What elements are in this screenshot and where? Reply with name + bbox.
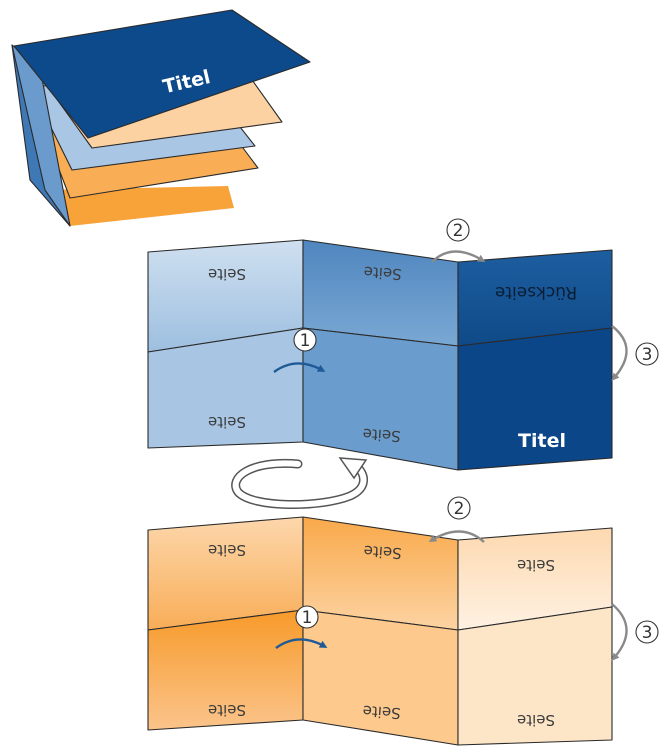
step-marker-1-blue xyxy=(293,328,317,352)
flip-arrow-loop-inner xyxy=(232,460,367,508)
blue-panel-title xyxy=(457,327,613,471)
step-number-3-orange: 3 xyxy=(642,623,653,643)
step-marker-3-blue xyxy=(635,342,659,366)
blue-panel-mid-bottom xyxy=(302,327,459,471)
stack-cover xyxy=(13,9,311,139)
step-number-2-orange: 2 xyxy=(454,499,465,519)
step-marker-1-orange xyxy=(295,605,319,629)
blue-page-label-3: Seite xyxy=(208,413,246,431)
fold-arrow-3-orange xyxy=(611,603,628,661)
blue-sheet: Seite Seite Seite Seite Rückseite Titel xyxy=(147,239,613,471)
step-number-1-orange: 1 xyxy=(302,608,313,628)
orange-sheet: Seite Seite Seite Seite Seite Seite xyxy=(147,516,613,746)
blue-back-label: Rückseite xyxy=(495,282,577,302)
stack-layer-orange-bottom xyxy=(45,186,234,226)
stacked-booklet: Titel xyxy=(11,9,311,227)
orange-page-label-3: Seite xyxy=(517,556,555,574)
step-number-2-blue: 2 xyxy=(453,221,464,241)
orange-panel-right-bottom xyxy=(457,606,613,746)
orange-page-label-2: Seite xyxy=(363,542,402,563)
blue-fold-markers: 1 2 3 xyxy=(273,218,659,381)
flip-arrow xyxy=(231,457,368,509)
blue-title-label: Titel xyxy=(518,430,566,452)
orange-fold-markers: 1 2 3 xyxy=(275,496,659,661)
blue-page-label-2: Seite xyxy=(363,263,402,284)
orange-panel-mid-bottom xyxy=(302,609,459,746)
fold-arrow-2-blue xyxy=(431,250,486,263)
orange-page-label-1: Seite xyxy=(208,541,246,559)
step-number-1-blue: 1 xyxy=(300,331,311,351)
orange-page-label-5: Seite xyxy=(362,702,401,723)
blue-panel-mid-top xyxy=(302,239,459,347)
fold-arrow-2-orange xyxy=(428,530,485,543)
step-marker-2-blue xyxy=(446,218,470,242)
step-number-3-blue: 3 xyxy=(642,345,653,365)
blue-page-label-4: Seite xyxy=(362,425,401,446)
flip-arrow-head xyxy=(338,457,368,480)
blue-page-label-1: Seite xyxy=(208,265,246,283)
fold-arrow-1-blue xyxy=(273,362,326,373)
orange-page-label-4: Seite xyxy=(208,701,246,719)
step-marker-3-orange xyxy=(635,620,659,644)
step-marker-2-orange xyxy=(447,496,471,520)
orange-page-label-6: Seite xyxy=(517,711,555,729)
fold-arrow-1-orange xyxy=(275,638,328,649)
fold-arrow-3-blue xyxy=(611,325,628,381)
